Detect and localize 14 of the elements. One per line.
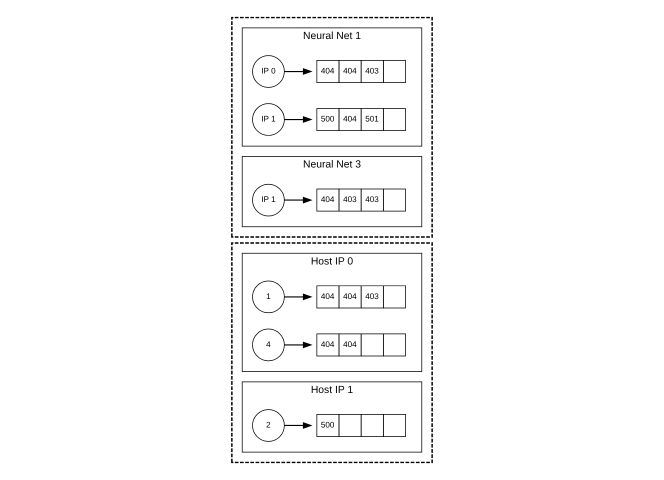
node-circle: 2 [252, 409, 285, 442]
arrow [284, 68, 313, 75]
arrow [284, 294, 313, 300]
cluster [231, 16, 433, 238]
arrow [284, 422, 313, 429]
arrow [284, 342, 313, 348]
node-circle: 4 [252, 328, 285, 362]
node-circle: IP 1 [252, 184, 285, 216]
arrow [284, 196, 313, 204]
node-circle: 1 [252, 280, 285, 314]
node-circle: IP 1 [252, 103, 285, 136]
cluster [231, 242, 433, 464]
node-circle: IP 0 [252, 55, 285, 88]
arrow [284, 116, 313, 123]
